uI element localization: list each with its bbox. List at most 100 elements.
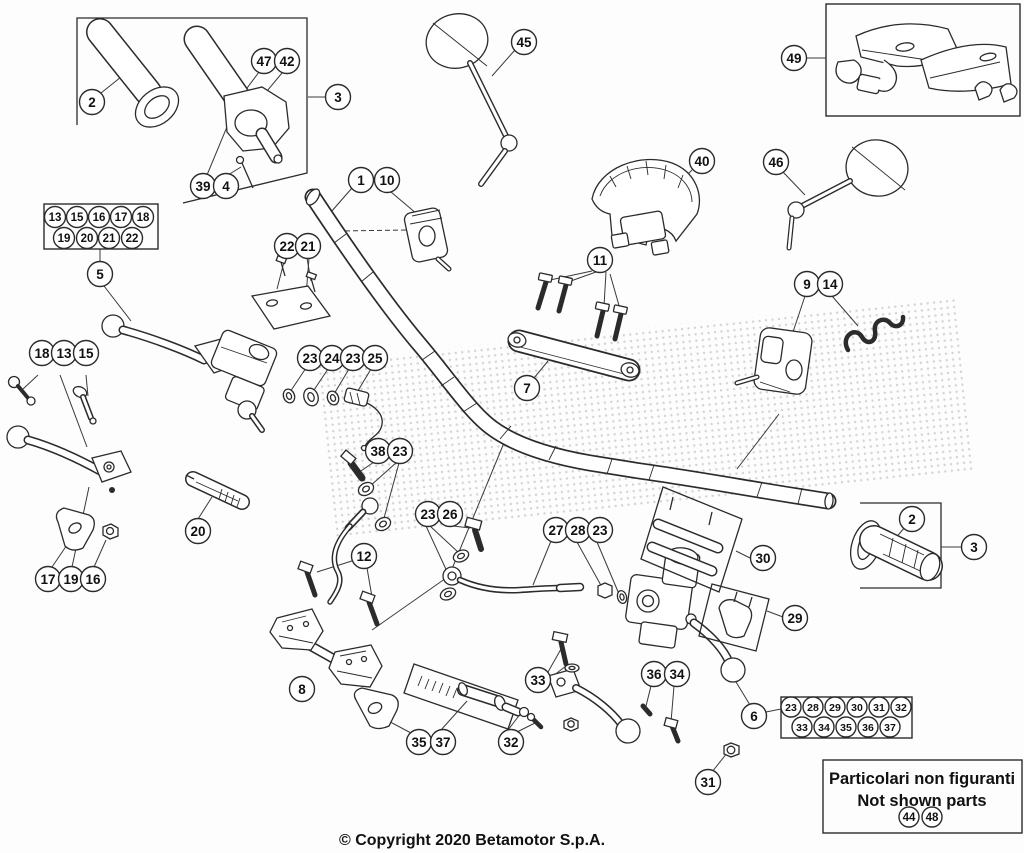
clamp-pad bbox=[353, 687, 399, 730]
callout-3: 3 bbox=[324, 83, 352, 111]
callout-36: 36 bbox=[857, 716, 879, 738]
svg-text:17: 17 bbox=[40, 572, 55, 587]
callout-7: 7 bbox=[513, 374, 541, 402]
svg-text:48: 48 bbox=[926, 812, 939, 824]
svg-text:2: 2 bbox=[88, 95, 96, 110]
switch-and-washers bbox=[282, 387, 383, 452]
callout-23: 23 bbox=[386, 437, 414, 465]
callout-8: 8 bbox=[288, 675, 316, 703]
left-grip bbox=[86, 18, 180, 128]
clutch-lever-group bbox=[6, 375, 132, 551]
svg-text:3: 3 bbox=[970, 540, 978, 555]
svg-text:29: 29 bbox=[787, 611, 802, 626]
svg-text:32: 32 bbox=[895, 702, 907, 714]
callout-32: 32 bbox=[497, 728, 525, 756]
callout-20: 20 bbox=[75, 226, 99, 250]
callout-30: 30 bbox=[749, 544, 777, 572]
callout-31: 31 bbox=[694, 768, 722, 796]
svg-text:4: 4 bbox=[222, 179, 230, 194]
svg-text:30: 30 bbox=[851, 702, 863, 714]
callout-18: 18 bbox=[28, 339, 56, 367]
svg-text:20: 20 bbox=[81, 233, 94, 245]
svg-text:26: 26 bbox=[442, 507, 458, 522]
svg-text:9: 9 bbox=[803, 277, 811, 292]
upper-banjo-fitting bbox=[327, 449, 392, 605]
svg-text:16: 16 bbox=[93, 212, 106, 224]
svg-text:37: 37 bbox=[884, 722, 896, 734]
callout-22: 22 bbox=[120, 226, 144, 250]
svg-text:13: 13 bbox=[49, 212, 62, 224]
svg-text:18: 18 bbox=[34, 346, 50, 361]
handguard-kit-box bbox=[825, 3, 1021, 117]
not-shown-parts-box: Particolari non figuranti Not shown part… bbox=[822, 759, 1023, 834]
callout-35: 35 bbox=[835, 716, 857, 738]
svg-text:39: 39 bbox=[195, 179, 210, 194]
handlebar-switch bbox=[734, 327, 813, 395]
callout-6: 6 bbox=[740, 702, 768, 730]
instrument-cluster bbox=[591, 158, 701, 256]
front-brake-master-cylinder bbox=[101, 314, 278, 433]
callout-21: 21 bbox=[294, 232, 322, 260]
svg-text:22: 22 bbox=[126, 233, 139, 245]
lever-nut bbox=[723, 742, 740, 758]
bar-mount-bracket bbox=[507, 329, 641, 382]
callout-29: 29 bbox=[781, 604, 809, 632]
callout-44: 44 bbox=[898, 806, 920, 828]
svg-text:33: 33 bbox=[530, 673, 546, 688]
svg-text:16: 16 bbox=[85, 572, 101, 587]
handlebar bbox=[304, 188, 837, 510]
svg-text:21: 21 bbox=[103, 233, 116, 245]
svg-text:28: 28 bbox=[570, 523, 586, 538]
svg-text:19: 19 bbox=[58, 233, 71, 245]
legend-box-front-brake-group bbox=[43, 203, 159, 250]
svg-text:47: 47 bbox=[256, 54, 271, 69]
callout-13: 13 bbox=[43, 205, 67, 229]
callout-49: 49 bbox=[780, 44, 808, 72]
callout-31: 31 bbox=[868, 696, 890, 718]
lever-bolt-hardware bbox=[551, 630, 681, 744]
svg-text:17: 17 bbox=[115, 212, 128, 224]
svg-text:7: 7 bbox=[523, 381, 531, 396]
callout-28: 28 bbox=[802, 696, 824, 718]
svg-text:27: 27 bbox=[548, 523, 563, 538]
svg-text:15: 15 bbox=[71, 212, 84, 224]
callout-32: 32 bbox=[890, 696, 912, 718]
svg-text:13: 13 bbox=[56, 346, 72, 361]
callout-20: 20 bbox=[184, 517, 212, 545]
bracket-plate bbox=[250, 254, 332, 330]
svg-text:3: 3 bbox=[334, 90, 342, 105]
callout-9: 9 bbox=[793, 270, 821, 298]
callout-18: 18 bbox=[131, 205, 155, 229]
cable-adjuster bbox=[185, 471, 250, 510]
callout-36: 36 bbox=[640, 660, 668, 688]
svg-text:40: 40 bbox=[694, 154, 709, 169]
svg-text:18: 18 bbox=[137, 212, 150, 224]
right-grip bbox=[849, 520, 943, 582]
svg-text:14: 14 bbox=[822, 277, 838, 292]
svg-text:22: 22 bbox=[279, 239, 294, 254]
clamp-kit bbox=[698, 583, 770, 652]
legend-box-clutch-group bbox=[780, 696, 913, 739]
callout-34: 34 bbox=[813, 716, 835, 738]
left-mirror bbox=[425, 13, 518, 187]
callout-23: 23 bbox=[586, 516, 614, 544]
svg-text:33: 33 bbox=[796, 722, 808, 734]
svg-text:23: 23 bbox=[420, 507, 436, 522]
svg-text:36: 36 bbox=[646, 667, 662, 682]
callout-23: 23 bbox=[339, 344, 367, 372]
callout-37: 37 bbox=[429, 728, 457, 756]
svg-text:44: 44 bbox=[903, 812, 916, 824]
callout-16: 16 bbox=[87, 205, 111, 229]
callout-24: 24 bbox=[318, 344, 346, 372]
callout-2: 2 bbox=[78, 88, 106, 116]
callout-19: 19 bbox=[52, 226, 76, 250]
spare-lever bbox=[547, 668, 641, 744]
callout-14: 14 bbox=[816, 270, 844, 298]
throttle-cable-kit bbox=[403, 663, 544, 730]
svg-text:34: 34 bbox=[818, 722, 830, 734]
svg-text:5: 5 bbox=[96, 267, 104, 282]
svg-text:12: 12 bbox=[356, 549, 371, 564]
